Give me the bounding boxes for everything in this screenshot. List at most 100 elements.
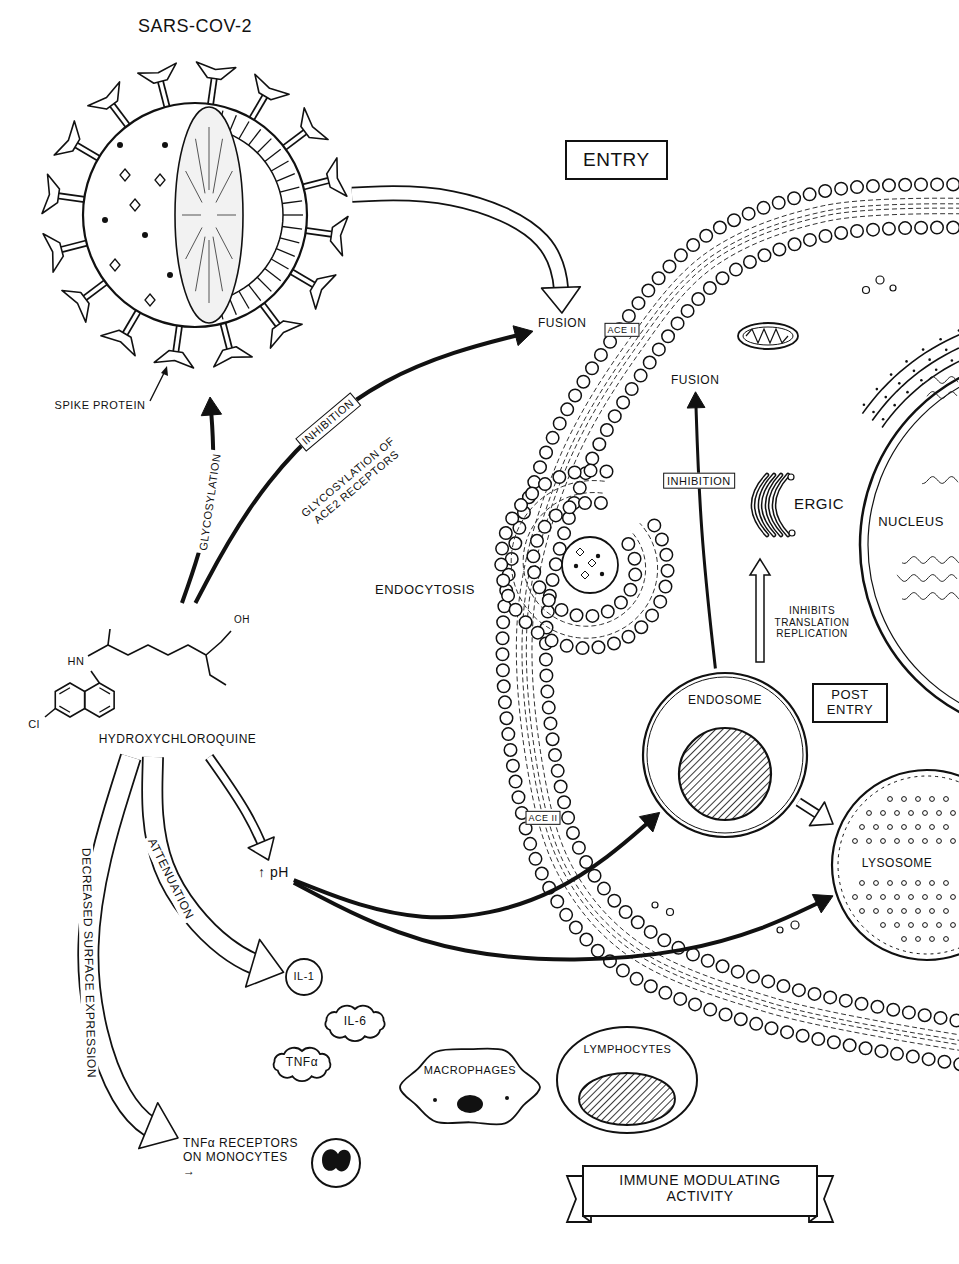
virus-particle-outline-part-part — [155, 174, 165, 186]
lysosome-organelle-outline-part — [923, 839, 928, 844]
virus-vesicle-part — [581, 571, 589, 579]
node-label: NUCLEUS — [870, 515, 952, 530]
ph-label: ↑ pH — [255, 862, 292, 882]
small-vesicles-part — [876, 276, 884, 284]
lysosome-organelle-outline-part — [944, 825, 949, 830]
lysosome-organelle-outline-part — [867, 839, 872, 844]
virus-particle-outline-part-part — [110, 259, 120, 271]
node-label: ↑ pH — [258, 864, 289, 880]
connector-arrow-part — [139, 1103, 178, 1149]
endoplasmic-reticulum-part — [863, 403, 866, 406]
drug-molecule-outline-part-part — [45, 709, 55, 718]
connector-arrow-part — [812, 894, 833, 912]
virus-vesicle-part — [562, 537, 618, 593]
cell-nucleus-outline-part — [902, 593, 959, 600]
ergic-organelle-outline-part — [789, 530, 795, 536]
lysosome-organelle-outline-part — [902, 937, 907, 942]
lysosome-organelle-outline-part — [902, 825, 907, 830]
annotation-text: OH — [232, 614, 252, 626]
drug-molecule-outline-part — [45, 629, 231, 717]
leader-line-part — [150, 371, 165, 401]
cell-nucleus-outline-part — [897, 575, 957, 582]
drug-molecule-outline-part-part — [91, 671, 99, 683]
cell-nucleus-outline-part — [860, 355, 959, 735]
lysosome-organelle-outline-part — [902, 797, 907, 802]
mitochondrion-part — [743, 327, 793, 345]
lipid-tail — [526, 208, 959, 1044]
connector-arrow-part — [352, 193, 562, 313]
lipid-head — [501, 471, 667, 649]
virus-particle-outline-part-part — [249, 129, 261, 145]
node-label: TNFα RECEPTORS ON MONOCYTES → — [183, 1137, 301, 1178]
endoplasmic-reticulum-part — [884, 396, 887, 399]
lysosome-organelle-outline-part — [937, 895, 942, 900]
immune-cell-outline — [395, 1040, 545, 1130]
cell-membrane — [502, 184, 959, 1068]
lipid-head — [546, 228, 959, 1025]
endoplasmic-reticulum-part — [862, 317, 959, 414]
small-vesicles-part — [890, 285, 896, 291]
cytokine: IL-1 — [285, 958, 323, 996]
connector-arrow-part — [294, 812, 660, 917]
node-label: IL-1 — [285, 970, 323, 983]
virus-particle-outline-part-part — [257, 139, 271, 153]
virus-particle-outline-part-part — [301, 108, 328, 140]
ergic-organelle-outline-part — [774, 475, 788, 535]
lysosome-organelle-outline-part — [888, 881, 893, 886]
cytokine-outline-part — [286, 959, 322, 995]
monocyte-cell-part — [312, 1139, 360, 1187]
node-label: MACROPHAGES — [395, 1064, 545, 1077]
small-vesicles-part — [863, 287, 870, 294]
lysosome-organelle-outline-part — [923, 895, 928, 900]
virus-particle-outline-part-part — [196, 237, 206, 292]
immune-cell-outline-part — [433, 1098, 437, 1102]
endosome-organelle-outline-part — [679, 728, 771, 820]
edge-label: INHIBITION — [663, 472, 735, 489]
lysosome-organelle-outline-part — [888, 909, 893, 914]
virus-particle-outline-part-part — [280, 187, 299, 192]
virus-particle-outline-part-part — [283, 214, 303, 215]
lysosome-organelle-outline-part — [867, 811, 872, 816]
virus-particle-outline-part-part — [175, 107, 243, 323]
inhibition-arrow — [750, 559, 770, 662]
ergic-organelle-outline-part — [774, 475, 788, 535]
virus-particle-outline-part-part — [62, 290, 89, 322]
virus-particle-outline-part-part — [142, 232, 148, 238]
process-label: FUSION — [535, 315, 589, 333]
virus-particle-outline-part-part — [280, 238, 299, 243]
virus-particle-outline-part-part — [167, 272, 173, 278]
virus-particle-outline-part-part — [216, 228, 232, 260]
stage-box: ENTRY — [565, 140, 668, 180]
connector-arrow — [294, 883, 833, 960]
virus-particle-outline-part-part — [196, 139, 206, 194]
node-label: ENTRY — [583, 149, 650, 171]
lysosome-organelle-outline-part — [937, 811, 942, 816]
lipid-tail — [532, 214, 959, 1039]
lysosome-organelle-outline-part — [881, 923, 886, 928]
lysosome-organelle-outline-part — [881, 839, 886, 844]
connector-arrow-part — [195, 331, 533, 603]
virus-particle-outline-part-part — [257, 277, 271, 291]
annotation-text: Cl — [26, 718, 41, 731]
lipid-head — [533, 503, 636, 617]
endoplasmic-reticulum-part — [905, 360, 908, 363]
lysosome-organelle-outline-part — [930, 909, 935, 914]
node-label: HYDROXYCHLOROQUINE — [65, 733, 290, 747]
lysosome-organelle-outline-part — [874, 825, 879, 830]
virus-particle-outline-part-part — [331, 216, 348, 255]
lysosome-organelle-outline-part — [888, 797, 893, 802]
immune-cell-outline-part — [457, 1095, 483, 1113]
connector-arrow — [209, 757, 274, 860]
lysosome-organelle-outline-part — [944, 881, 949, 886]
lysosome-organelle-outline-part — [895, 923, 900, 928]
immune-cell-outline-part — [400, 1049, 540, 1125]
cytokine: IL-6 — [320, 1003, 390, 1043]
lysosome-organelle-outline-part — [867, 895, 872, 900]
virus-particle-outline-part-part — [186, 228, 202, 260]
endosome-organelle-outline-part — [643, 673, 807, 837]
virus-vesicle-part — [600, 572, 604, 576]
endosome-organelle-outline-part — [647, 677, 803, 833]
immune-cell: MACROPHAGES — [395, 1040, 545, 1130]
lysosome-organelle-outline-part — [902, 881, 907, 886]
receptor-label: ACE II — [604, 323, 639, 337]
